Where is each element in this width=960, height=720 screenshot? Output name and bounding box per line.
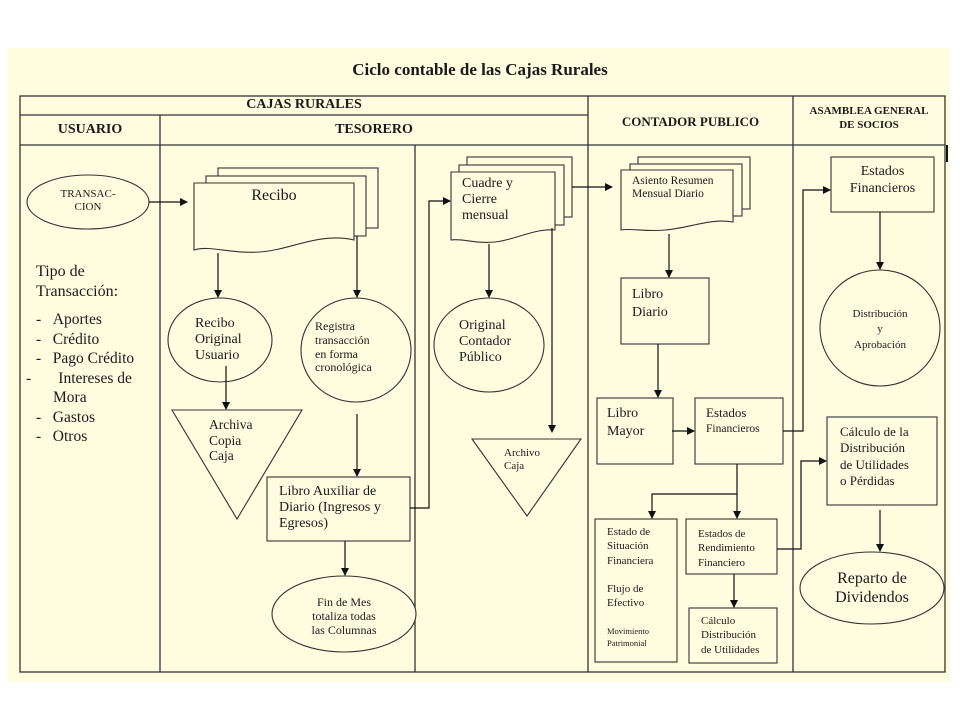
registra-ellipse: [300, 297, 412, 403]
header-cajas-rurales: CAJAS RURALES: [246, 97, 362, 112]
rendimiento-box: [685, 518, 778, 575]
tipo-transaccion-title: Tipo de Transacción:: [36, 263, 119, 300]
recibo-doc-front: [193, 182, 355, 253]
list-item: - Intereses de: [26, 369, 132, 387]
header-asamblea-line2: DE SOCIOS: [839, 118, 899, 131]
arrow-estados-situacion: [648, 464, 738, 519]
recibo-original-ellipse: [167, 297, 273, 383]
reparto-ellipse: [799, 551, 945, 625]
header-tesorero: TESORERO: [335, 122, 413, 137]
archivo-caja-triangle: [470, 438, 583, 517]
header-contador: CONTADOR PUBLICO: [621, 114, 760, 129]
archiva-triangle: [171, 409, 303, 521]
table-frame: [19, 95, 946, 673]
estado-situacion-box: [594, 518, 678, 663]
asamblea-estados-box: [830, 156, 935, 213]
original-contador-ellipse: [433, 297, 545, 393]
calculo-distribucion-box: [688, 607, 778, 664]
libro-auxiliar-box: [266, 476, 411, 542]
recibo-label: Recibo: [251, 187, 297, 204]
transaccion-label: TRANSAC- CION: [60, 188, 116, 213]
list-item: - Gastos: [36, 408, 95, 426]
cuadre-doc-front: [450, 171, 556, 243]
list-item-continuation: Mora: [53, 389, 87, 406]
arrow-rendimiento-asamblea: [777, 457, 827, 550]
header-asamblea: ASAMBLEA GENERAL DE SOCIOS: [793, 105, 945, 133]
fin-de-mes-ellipse: [271, 575, 417, 653]
header-asamblea-line1: ASAMBLEA GENERAL: [809, 105, 929, 117]
list-item: - Aportes: [36, 311, 102, 328]
tipo-transaccion-list: - Aportes - Crédito - Pago Crédito - Int…: [26, 310, 134, 447]
list-item: - Crédito: [36, 330, 100, 348]
diagram-title: Ciclo contable de las Cajas Rurales: [352, 60, 608, 79]
arrow-libro-cuadre: [410, 197, 451, 509]
distribucion-ellipse: [819, 269, 941, 387]
estados-financieros-box: [694, 397, 784, 465]
list-item: - Pago Crédito: [36, 350, 135, 367]
list-item: - Otros: [36, 428, 88, 445]
arrow-estados-asamblea: [783, 186, 831, 432]
asiento-doc-front: [620, 169, 734, 232]
libro-mayor-box: [596, 397, 674, 465]
libro-diario-box: [620, 277, 710, 345]
asamblea-calculo-box: [826, 416, 938, 506]
header-usuario: USUARIO: [57, 122, 123, 137]
